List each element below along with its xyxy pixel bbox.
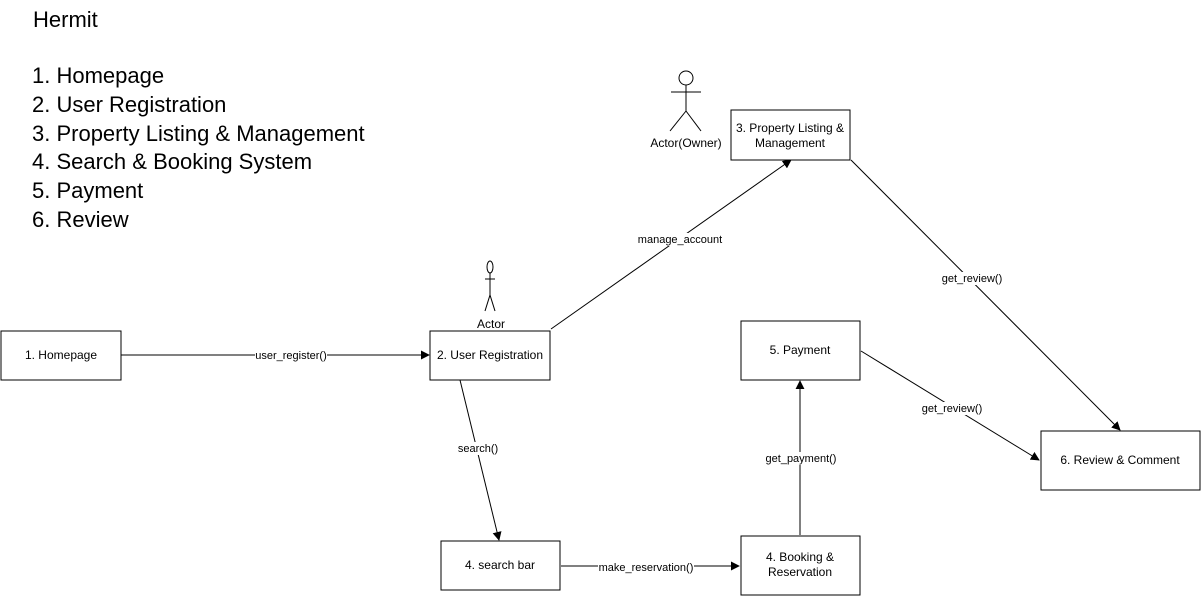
node-search-bar[interactable]: 4. search bar (440, 540, 561, 591)
edge-manage-account: manage_account (550, 159, 792, 330)
module-list-item: 6. Review (32, 206, 129, 232)
node-label: Reservation (768, 565, 832, 579)
node-label: 4. Booking & (766, 550, 834, 564)
node-homepage[interactable]: 1. Homepage (0, 330, 122, 381)
node-review-comment[interactable]: 6. Review & Comment (1040, 430, 1201, 491)
node-label: 5. Payment (770, 343, 831, 357)
actor-owner-figure[interactable]: Actor(Owner) (650, 70, 722, 150)
edge-get-payment: get_payment() (765, 380, 837, 535)
node-booking-reservation[interactable]: 4. Booking & Reservation (740, 535, 861, 596)
module-list-item: 2. User Registration (32, 91, 227, 117)
module-list-item: 1. Homepage (32, 63, 165, 88)
module-list-item: 5. Payment (32, 178, 144, 204)
edge-label-manage-account: manage_account (638, 234, 722, 246)
edge-label-make-reservation: make_reservation() (599, 562, 694, 574)
edge-user-register: user_register() (121, 349, 430, 362)
actor-user-figure[interactable]: Actor (477, 260, 505, 331)
edge-label-user-register: user_register() (255, 350, 327, 362)
node-label: 6. Review & Comment (1060, 453, 1180, 467)
actor-label: Actor(Owner) (650, 136, 721, 150)
edge-label-get-payment: get_payment() (766, 453, 837, 465)
node-payment[interactable]: 5. Payment (740, 320, 861, 381)
node-user-registration[interactable]: 2. User Registration (429, 330, 551, 381)
edge-label-search: search() (458, 443, 498, 455)
node-label: Management (755, 136, 826, 150)
module-list-item: 3. Property Listing & Management (32, 120, 365, 146)
diagram-title: Hermit (33, 7, 98, 32)
actor-label: Actor (477, 317, 505, 331)
node-label: 3. Property Listing & (736, 121, 844, 135)
edge-make-reservation: make_reservation() (561, 561, 740, 574)
edge-search: search() (456, 379, 502, 541)
module-list: 1. Homepage 2. User Registration 3. Prop… (32, 62, 365, 235)
edge-get-review-payment: get_review() (860, 350, 1040, 461)
edge-get-review-owner: get_review() (850, 159, 1121, 431)
node-property-listing[interactable]: 3. Property Listing & Management (730, 109, 851, 161)
node-label: 1. Homepage (25, 348, 97, 362)
node-label: 4. search bar (465, 558, 535, 572)
node-label: 2. User Registration (437, 348, 543, 362)
module-list-item: 4. Search & Booking System (32, 149, 313, 175)
edge-label-get-review-payment: get_review() (922, 403, 983, 415)
edge-label-get-review-owner: get_review() (942, 273, 1003, 285)
